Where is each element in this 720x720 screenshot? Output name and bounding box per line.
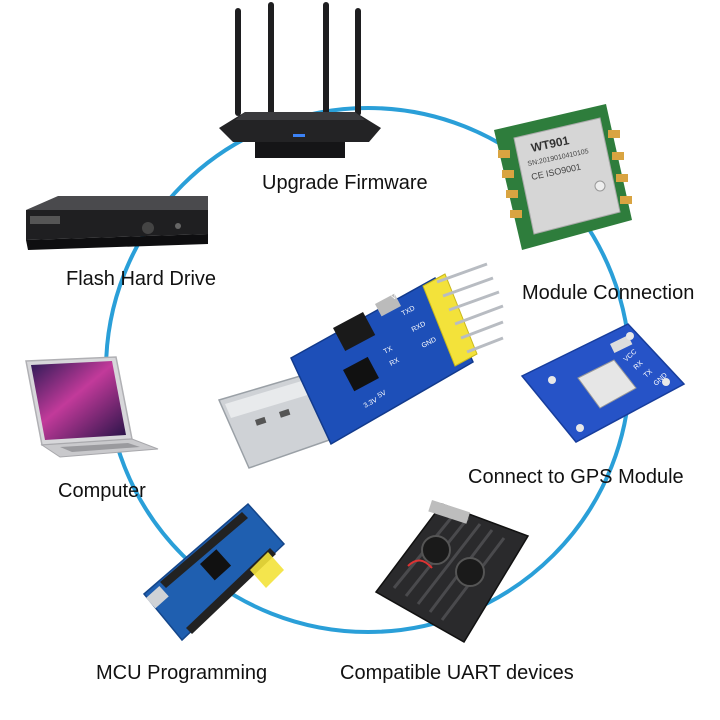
usb-uart-adapter-icon: VCC TXD RXD GND TX RX 3.3V 5V [217,262,504,469]
gps-pin-label: TX [643,368,655,379]
label-flash-hard-drive: Flash Hard Drive [66,268,217,290]
ttl-pin-label: 5V [377,389,388,399]
ttl-pin-label: RX [389,357,401,368]
label-upgrade-firmware: Upgrade Firmware [262,172,428,194]
dvr-recorder-icon [26,196,208,250]
label-module-connection: Module Connection [522,282,695,304]
wifi-router-icon [219,2,381,158]
gps-module-icon: VCC RX TX GND [520,323,686,443]
raspberry-pi-case-icon [374,499,530,644]
arduino-mega-icon [142,502,286,642]
label-computer: Computer [58,480,146,502]
label-mcu-programming: MCU Programming [96,662,268,684]
imu-module-icon: WT901 SN:2019010410105 CE ISO9001 [494,104,632,250]
ttl-pin-label: TX [383,345,394,356]
gps-pin-label: RX [633,360,645,372]
label-compatible-uart: Compatible UART devices [340,662,574,684]
label-connect-gps: Connect to GPS Module [468,466,684,488]
laptop-icon [25,356,159,458]
